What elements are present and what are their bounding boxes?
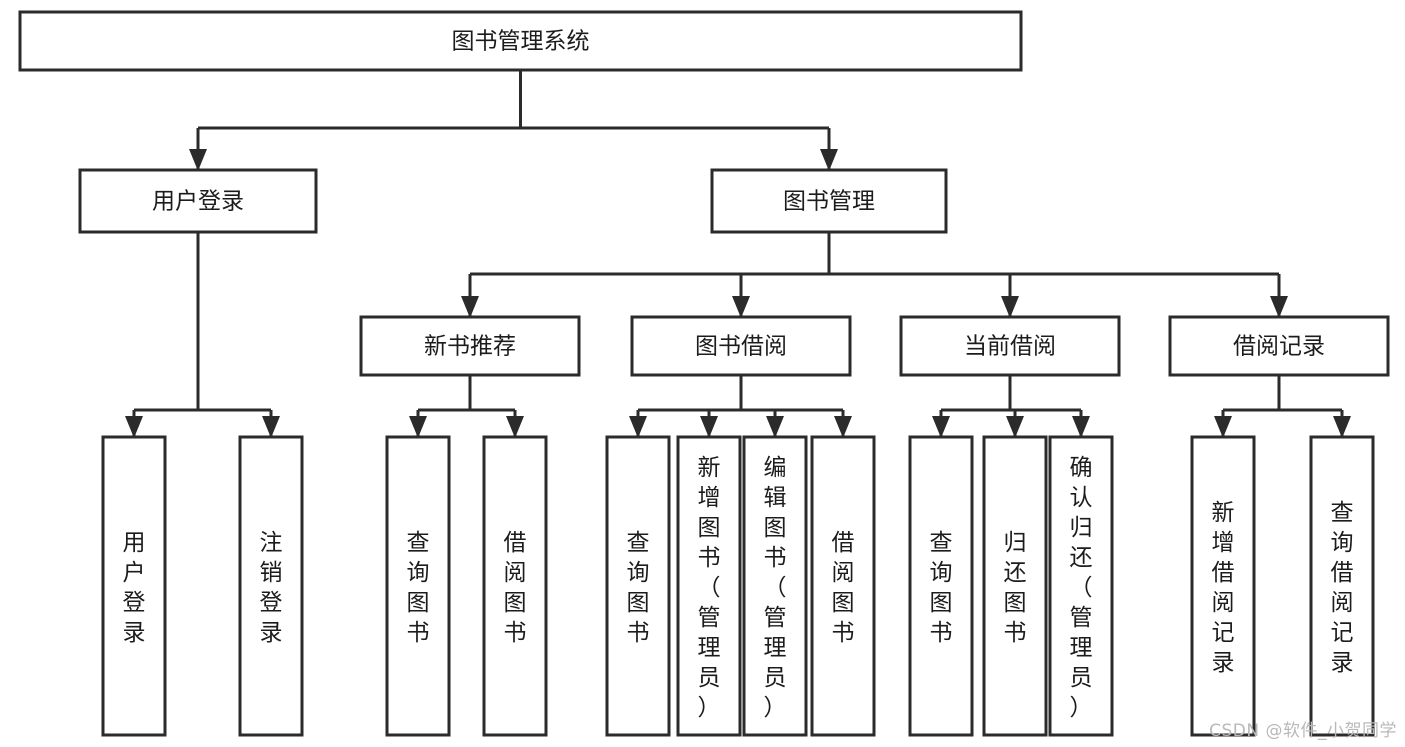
node-label-leaf-query-book: 查询图书 [627,530,650,646]
node-box-book-borrow[interactable] [630,315,852,377]
arrow-icon-leaf-borrow-book-rec [506,416,524,438]
node-leaf-return-book[interactable]: 归还图书 [982,435,1048,737]
arrow-icon-leaf-user-login [125,416,143,438]
node-box-leaf-add-book[interactable] [676,435,742,737]
node-box-leaf-add-record[interactable] [1190,435,1256,737]
node-leaf-query-book[interactable]: 查询图书 [605,435,671,737]
node-box-book-manage[interactable] [710,168,948,234]
node-leaf-confirm-return[interactable]: 确认归还（管理员） [1048,435,1114,737]
node-label-leaf-user-logout: 注销登录 [260,530,283,646]
node-leaf-user-logout[interactable]: 注销登录 [238,435,304,737]
node-new-book-rec[interactable]: 新书推荐 [359,315,581,377]
arrow-icon-current-borrow [1001,296,1019,318]
node-label-current-borrow: 当前借阅 [964,334,1056,360]
node-box-leaf-query-book[interactable] [605,435,671,737]
node-label-new-book-rec: 新书推荐 [424,334,516,360]
node-box-borrow-record[interactable] [1168,315,1390,377]
node-leaf-borrow-book[interactable]: 借阅图书 [810,435,876,737]
arrow-icon-leaf-edit-book [766,416,784,438]
arrow-icon-leaf-query-record [1333,416,1351,438]
arrow-icon-book-manage [820,149,838,171]
node-leaf-query-record[interactable]: 查询借阅记录 [1309,435,1375,737]
node-root[interactable]: 图书管理系统 [18,10,1023,72]
node-box-new-book-rec[interactable] [359,315,581,377]
node-label-book-manage: 图书管理 [783,189,875,215]
node-label-leaf-borrow-book-rec: 借阅图书 [504,530,527,646]
arrow-icon-leaf-query-book [629,416,647,438]
node-label-leaf-confirm-return: 确认归还（管理员） [1070,455,1093,721]
arrow-icon-leaf-return-book [1006,416,1024,438]
arrow-icon-leaf-user-logout [262,416,280,438]
node-label-leaf-query-record: 查询借阅记录 [1331,500,1354,676]
node-box-leaf-query-book-rec[interactable] [385,435,451,737]
arrow-icon-new-book-rec [461,296,479,318]
arrow-icon-leaf-add-record [1214,416,1232,438]
node-box-leaf-confirm-return[interactable] [1048,435,1114,737]
node-box-leaf-query-book-cur[interactable] [908,435,974,737]
node-label-leaf-borrow-book: 借阅图书 [832,530,855,646]
node-leaf-add-book[interactable]: 新增图书（管理员） [676,435,742,737]
node-label-book-borrow: 图书借阅 [695,334,787,360]
node-label-leaf-query-book-rec: 查询图书 [407,530,430,646]
node-box-leaf-query-record[interactable] [1309,435,1375,737]
arrow-icon-leaf-query-book-rec [409,416,427,438]
node-book-manage[interactable]: 图书管理 [710,168,948,234]
node-label-leaf-add-book: 新增图书（管理员） [698,455,721,721]
arrow-icon-leaf-query-book-cur [932,416,950,438]
node-leaf-query-book-cur[interactable]: 查询图书 [908,435,974,737]
connector-layer [125,70,1351,438]
node-label-borrow-record: 借阅记录 [1233,334,1325,360]
node-label-root: 图书管理系统 [452,29,590,55]
arrow-icon-leaf-confirm-return [1072,416,1090,438]
node-leaf-add-record[interactable]: 新增借阅记录 [1190,435,1256,737]
node-box-root[interactable] [18,10,1023,72]
node-layer: 图书管理系统用户登录图书管理新书推荐图书借阅当前借阅借阅记录用户登录注销登录查询… [18,10,1390,737]
node-leaf-user-login[interactable]: 用户登录 [101,435,167,737]
node-box-leaf-user-login[interactable] [101,435,167,737]
arrow-icon-borrow-record [1270,296,1288,318]
node-label-leaf-query-book-cur: 查询图书 [930,530,953,646]
node-borrow-record[interactable]: 借阅记录 [1168,315,1390,377]
node-leaf-edit-book[interactable]: 编辑图书（管理员） [742,435,808,737]
node-box-current-borrow[interactable] [899,315,1121,377]
node-box-leaf-user-logout[interactable] [238,435,304,737]
arrow-icon-book-borrow [732,296,750,318]
arrow-icon-leaf-add-book [700,416,718,438]
node-box-leaf-edit-book[interactable] [742,435,808,737]
arrow-icon-leaf-borrow-book [834,416,852,438]
node-label-leaf-user-login: 用户登录 [123,530,146,646]
node-box-leaf-return-book[interactable] [982,435,1048,737]
node-box-user-login[interactable] [78,168,318,234]
node-leaf-query-book-rec[interactable]: 查询图书 [385,435,451,737]
node-label-leaf-add-record: 新增借阅记录 [1212,500,1235,676]
node-current-borrow[interactable]: 当前借阅 [899,315,1121,377]
node-box-leaf-borrow-book[interactable] [810,435,876,737]
arrow-icon-user-login [189,149,207,171]
node-user-login[interactable]: 用户登录 [78,168,318,234]
node-label-leaf-edit-book: 编辑图书（管理员） [764,455,787,721]
node-label-leaf-return-book: 归还图书 [1004,530,1027,646]
node-leaf-borrow-book-rec[interactable]: 借阅图书 [482,435,548,737]
node-book-borrow[interactable]: 图书借阅 [630,315,852,377]
node-box-leaf-borrow-book-rec[interactable] [482,435,548,737]
node-label-user-login: 用户登录 [152,189,244,215]
